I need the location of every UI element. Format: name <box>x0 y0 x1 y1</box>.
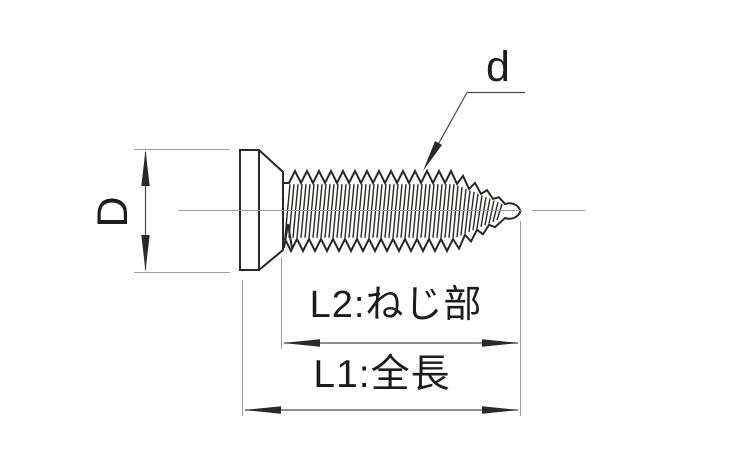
thread-flank-line <box>460 188 467 236</box>
thread-flank-line <box>496 203 503 221</box>
thread-flank-line <box>452 185 459 238</box>
thread-flank-line <box>480 197 487 228</box>
arrow-L1-left <box>244 406 281 414</box>
thread-flank-line <box>492 202 499 223</box>
thread-flank-line <box>476 195 483 229</box>
arrow-L2-left <box>283 339 320 347</box>
label-head-diameter: D <box>89 196 137 228</box>
thread-runout <box>283 223 293 249</box>
arrow-D-down <box>141 235 150 271</box>
arrowheads <box>141 141 519 414</box>
thread-flank-line <box>484 198 491 226</box>
thread-flank-line <box>464 190 471 234</box>
arrow-L2-right <box>482 339 519 347</box>
thread-flank-line <box>472 193 479 231</box>
thread-flank-line <box>456 187 463 238</box>
arrow-d-leader <box>423 141 442 171</box>
extension-lines <box>134 149 521 416</box>
label-total-length: L1:全長 <box>313 353 451 396</box>
thread-flank-line <box>468 192 475 232</box>
arrow-L1-right <box>482 406 519 414</box>
label-thread-length: L2:ねじ部 <box>309 284 483 326</box>
label-thread-diameter: d <box>486 43 510 91</box>
thread-flank-line <box>488 200 495 224</box>
arrow-D-up <box>141 150 150 186</box>
